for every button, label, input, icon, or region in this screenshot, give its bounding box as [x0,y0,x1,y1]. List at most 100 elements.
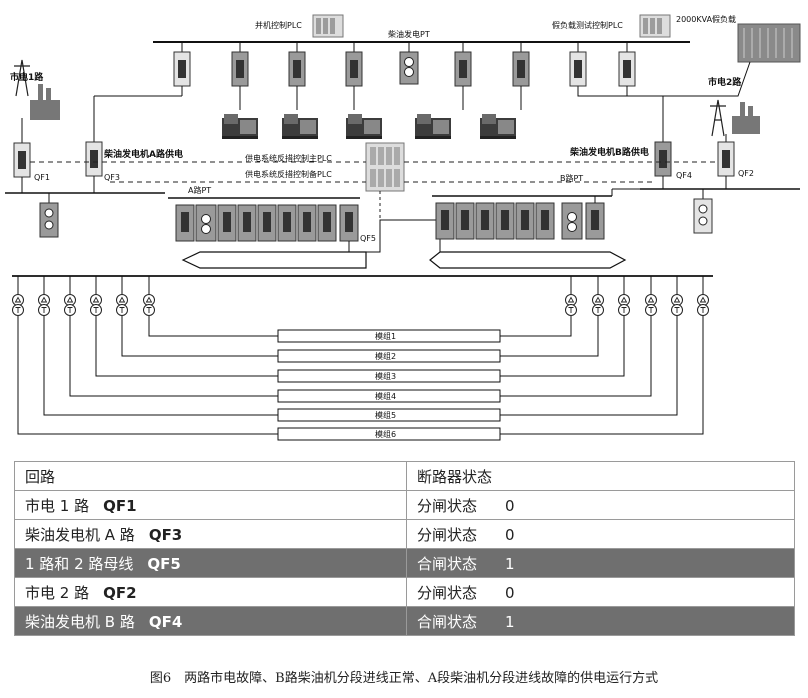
breaker-id: QF1 [103,496,137,515]
circuit-name: 1 路和 2 路母线 [25,554,134,573]
generator-feeder-breaker-b [618,51,636,87]
module-label-6: 模组6 [375,429,396,439]
module-box-6 [277,427,501,441]
gen-a-feed-label: 柴油发电机A路供电 [103,148,183,160]
qf3-label: QF3 [104,173,120,182]
meter-icon-b3 [618,294,630,316]
grid2-tower-icon [710,99,760,137]
module-label-5: 模组5 [375,410,396,420]
dummy-load-icon [737,23,801,63]
breaker-value: 0 [505,496,515,515]
grid1-tower-icon [14,59,60,120]
meter-icon-b4 [645,294,657,316]
qf1-label: QF1 [34,173,50,182]
meter-icon-a1 [12,294,24,316]
backup-plc-label: 供电系统反措控制备PLC [245,169,332,179]
diesel-pt-label: 柴油发电PT [388,29,430,39]
table-row: 1 路和 2 路母线 QF5 合闸状态 1 [14,548,795,578]
qf3-breaker [85,141,103,177]
grid2-label: 市电2路 [708,76,742,88]
breaker-status-table: 回路 断路器状态 市电 1 路 QF1 分闸状态 0 柴油发电机 A 路 QF3 分闸… [14,461,795,636]
module-label-1: 模组1 [375,331,396,341]
b-output-bus-arrow [429,251,627,269]
generator-feeder-breaker-a [173,51,191,87]
module-box-1 [277,329,501,343]
generator-breaker-3 [345,51,363,87]
qf4-label: QF4 [676,171,692,180]
qf5-label: QF5 [360,234,376,243]
b-section-cabinets [435,202,605,240]
breaker-value: 0 [505,583,515,602]
breaker-state: 合闸状态 [417,554,478,573]
main-plc-label: 供电系统反措控制主PLC [245,153,332,163]
breaker-state: 合闸状态 [417,612,478,631]
qf4-breaker [654,141,672,177]
meter-icon-b2 [592,294,604,316]
breaker-id: QF4 [148,612,183,631]
qf1-breaker [13,142,31,178]
generator-icon-1 [222,114,258,139]
diesel-pt-icon [399,51,419,85]
circuit-name: 市电 1 路 [25,496,90,515]
generator-icon-4 [415,114,451,139]
breaker-state: 分闸状态 [417,525,478,544]
module-box-2 [277,349,501,363]
table-row: 市电 1 路 QF1 分闸状态 0 [14,490,795,520]
generator-icon-2 [282,114,318,139]
table-header-row: 回路 断路器状态 [14,461,795,491]
module-label-2: 模组2 [375,351,396,361]
breaker-value: 1 [505,554,515,573]
meter-icon-b5 [671,294,683,316]
qf2-breaker [717,141,735,177]
dummy-load-label: 2000KVA假负载 [676,14,736,24]
gen-b-feed-label: 柴油发电机B路供电 [569,146,649,158]
a-pt-cabinet [39,193,59,238]
generator-breaker-2 [288,51,306,87]
circuit-name: 柴油发电机 A 路 [25,525,135,544]
circuit-name: 市电 2 路 [25,583,90,602]
meter-icon-a4 [90,294,102,316]
circuit-name: 柴油发电机 B 路 [25,612,135,631]
module-box-4 [277,389,501,403]
breaker-id: QF5 [147,554,181,573]
breaker-id: QF3 [148,525,183,544]
load-test-plc-icon [639,14,671,38]
generator-breaker-4 [454,51,472,87]
load-test-plc-label: 假负载测试控制PLC [552,20,623,30]
grid1-label: 市电1路 [10,71,44,83]
generator-icon-3 [346,114,382,139]
breaker-state: 分闸状态 [417,583,478,602]
power-supply-diagram: 柴油发电PT 并机控制PLC 假负载测试控制PLC 2000KVA假负载 [5,14,801,441]
meter-icon-a6 [143,294,155,316]
header-breaker-state: 断路器状态 [406,461,795,491]
load-test-breaker [569,51,587,87]
a-section-cabinets [175,204,359,242]
generator-icon-5 [480,114,516,139]
sync-plc-label: 并机控制PLC [255,20,302,30]
module-label-4: 模组4 [375,391,396,401]
control-plc-icon [365,142,405,192]
module-label-3: 模组3 [375,371,396,381]
table-row: 柴油发电机 A 路 QF3 分闸状态 0 [14,519,795,549]
meter-icon-b1 [565,294,577,316]
header-circuit: 回路 [14,461,407,491]
breaker-state: 分闸状态 [417,496,478,515]
module-box-5 [277,408,501,422]
b-pt-cabinet [693,189,713,234]
breaker-value: 0 [505,525,515,544]
a-pt-label: A路PT [188,185,211,195]
breaker-value: 1 [505,612,515,631]
generator-breaker-1 [231,51,249,87]
meter-icon-b6 [697,294,709,316]
meter-icon-a3 [64,294,76,316]
sync-plc-icon [312,14,344,38]
table-row: 柴油发电机 B 路 QF4 合闸状态 1 [14,606,795,636]
meter-icon-a5 [116,294,128,316]
meter-icon-a2 [38,294,50,316]
module-box-3 [277,369,501,383]
generator-breaker-5 [512,51,530,87]
a-output-bus-arrow [181,251,367,269]
b-pt-label: B路PT [560,173,583,183]
figure-caption: 图6 两路市电故障、B路柴油机分段进线正常、A段柴油机分段进线故障的供电运行方式 [149,671,659,686]
